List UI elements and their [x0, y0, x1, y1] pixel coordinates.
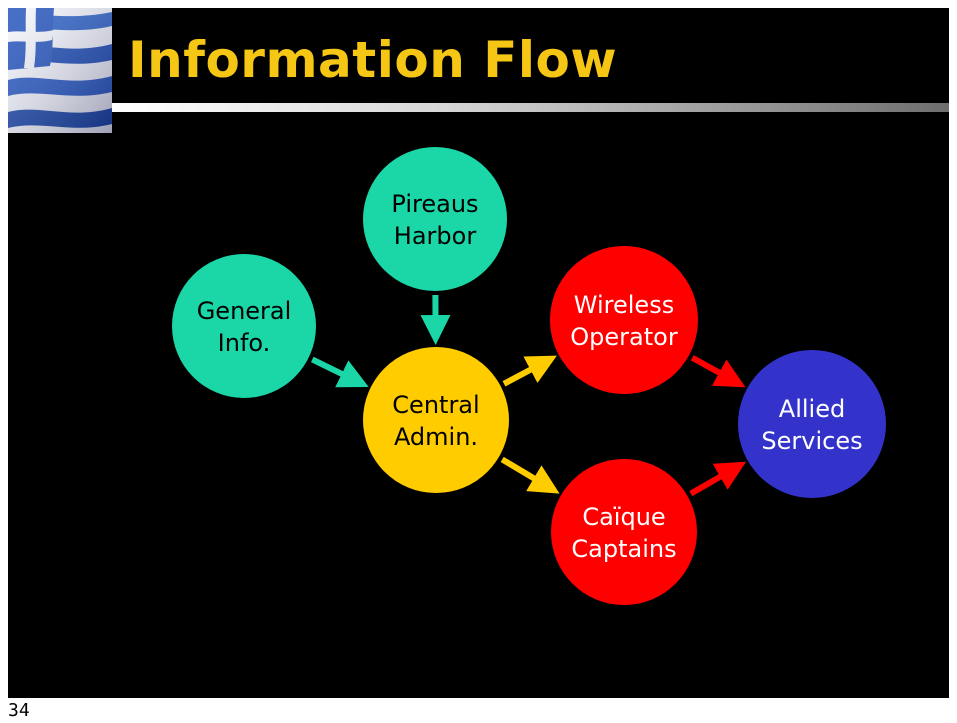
arrow-general-info-to-central-admin — [310, 356, 369, 388]
greek-flag-icon — [8, 8, 112, 133]
node-label-pireaus-harbor-line-2: Harbor — [394, 222, 477, 250]
node-label-wireless-operator-line-1: Wireless — [574, 291, 674, 319]
title-underline-bar — [112, 103, 949, 112]
node-circle-wireless-operator — [550, 246, 698, 394]
node-label-caique-captains-line-1: Caïque — [582, 503, 665, 531]
node-label-pireaus-harbor-line-1: Pireaus — [391, 190, 478, 218]
page-number: 34 — [8, 700, 30, 721]
arrow-wireless-operator-to-allied-services — [690, 355, 746, 388]
node-label-allied-services-line-2: Services — [761, 427, 862, 455]
arrow-central-admin-to-caique-captains — [500, 456, 560, 494]
node-circle-central-admin — [363, 347, 509, 493]
node-label-central-admin-line-1: Central — [392, 391, 479, 419]
node-circle-general-info — [172, 254, 316, 398]
node-label-caique-captains-line-2: Captains — [571, 535, 676, 563]
flow-arrows — [310, 294, 747, 497]
node-label-wireless-operator-line-2: Operator — [570, 323, 678, 351]
node-label-allied-services-line-1: Allied — [779, 395, 845, 423]
node-circle-allied-services — [738, 350, 886, 498]
greek-flag-graphic — [8, 8, 112, 133]
slide-title: Information Flow — [128, 31, 618, 89]
node-label-general-info-line-1: General — [197, 297, 292, 325]
node-circle-caique-captains — [551, 459, 697, 605]
arrow-caique-captains-to-allied-services — [689, 461, 747, 497]
node-label-general-info-line-2: Info. — [218, 329, 271, 357]
node-label-central-admin-line-2: Admin. — [394, 423, 478, 451]
arrow-central-admin-to-wireless-operator — [502, 355, 557, 387]
node-circle-pireaus-harbor — [363, 147, 507, 291]
